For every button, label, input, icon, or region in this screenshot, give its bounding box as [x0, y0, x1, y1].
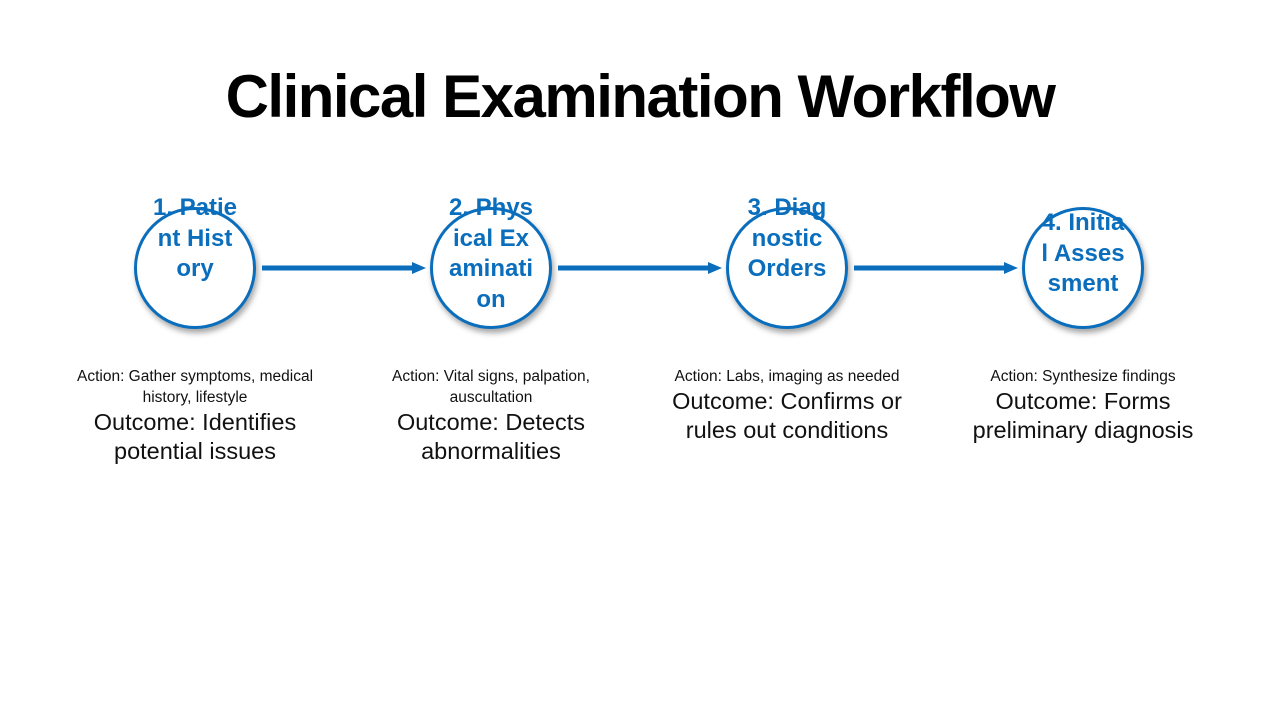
step-1-action: Action: Gather symptoms, medical history…	[76, 368, 314, 406]
step-3-circle	[726, 207, 848, 329]
step-2-label: 2. Physical Examination	[448, 194, 534, 313]
step-3-label: 3. Diagnostic Orders	[747, 194, 827, 282]
step-4-circle	[1022, 207, 1144, 329]
step-1-label: 1. Patient History	[152, 194, 238, 282]
step-1-outcome: Outcome: Identifies potential issues	[93, 409, 297, 464]
step-1-description: Action: Gather symptoms, medical history…	[60, 366, 330, 466]
step-3-action: Action: Labs, imaging as needed	[674, 368, 900, 385]
step-3-outcome: Outcome: Confirms or rules out condition…	[672, 388, 902, 443]
step-4-label: 4. Initial Assessment	[1041, 209, 1125, 297]
step-4-outcome: Outcome: Forms preliminary diagnosis	[972, 388, 1194, 443]
arrow-1-to-2	[262, 262, 426, 274]
diagram-title: Clinical Examination Workflow	[225, 63, 1056, 130]
step-4-description: Action: Synthesize findings Outcome: For…	[948, 366, 1218, 445]
step-2-outcome: Outcome: Detects abnormalities	[396, 409, 586, 464]
step-2-action: Action: Vital signs, palpation, ausculta…	[392, 368, 590, 406]
step-4-action: Action: Synthesize findings	[990, 368, 1176, 385]
step-3-description: Action: Labs, imaging as needed Outcome:…	[652, 366, 922, 445]
step-1-circle	[134, 207, 256, 329]
step-2-description: Action: Vital signs, palpation, ausculta…	[356, 366, 626, 466]
arrow-2-to-3	[558, 262, 722, 274]
step-2-circle	[430, 207, 552, 329]
arrow-3-to-4	[854, 262, 1018, 274]
